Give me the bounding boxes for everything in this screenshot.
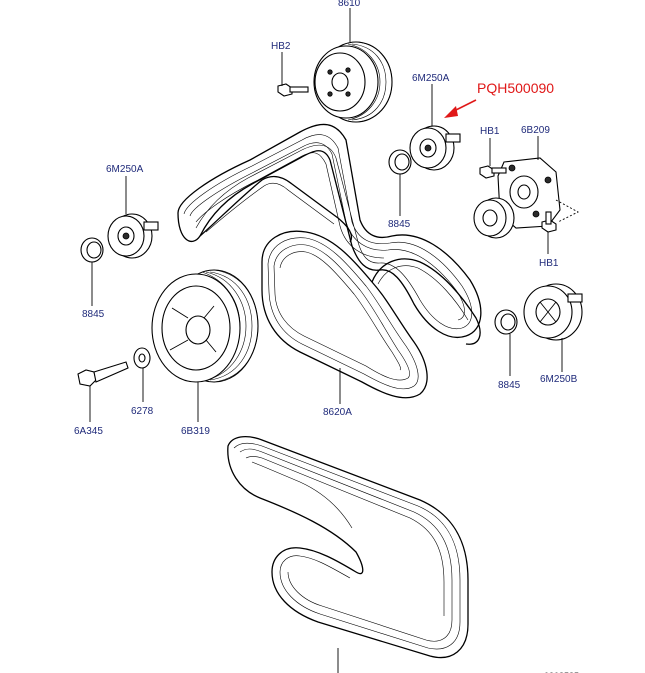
bolt-hb2 [277,83,309,97]
dust-cover-right [494,309,518,335]
washer-6278 [133,347,151,369]
label-bolt-hb1-lower: HB1 [539,258,559,269]
crank-pulley-6b319 [151,269,259,383]
label-cover-upper: 8845 [388,219,411,230]
highlight-arrow [444,99,477,118]
idler-pulley-right [523,283,583,341]
label-bolt-hb2: HB2 [271,41,291,52]
top-pulley-8610 [313,41,393,123]
dust-cover-upper [388,149,412,175]
label-belt-main: 8620A [323,407,352,418]
label-cover-left: 8845 [82,309,105,320]
label-tensioner: 6B209 [521,125,550,136]
label-idler-left: 6M250A [106,164,144,175]
label-crank-pulley: 6B319 [181,426,210,437]
label-highlight-part: PQH500090 [477,80,554,96]
belt-8620A [261,230,481,399]
bolt-hb1-upper [479,165,507,179]
label-crank-bolt: 6A345 [74,426,103,437]
leader-lines [89,8,563,673]
label-cover-right: 8845 [498,380,521,391]
label-idler-right: 6M250B [540,374,578,385]
upper-serpentine-belt [177,123,482,338]
crank-bolt-6a345 [77,361,129,387]
label-corner-code: 0308585 [544,671,579,673]
label-washer: 6278 [131,406,154,417]
label-top-pulley: 8610 [338,0,361,9]
bottom-serpentine-belt [227,435,469,659]
idler-pulley-left [107,213,159,259]
dust-cover-left [80,237,104,263]
bolt-hb1-lower [541,211,557,233]
label-idler-top: 6M250A [412,73,450,84]
idler-pulley-top [409,125,461,171]
label-bolt-hb1-upper: HB1 [480,126,500,137]
